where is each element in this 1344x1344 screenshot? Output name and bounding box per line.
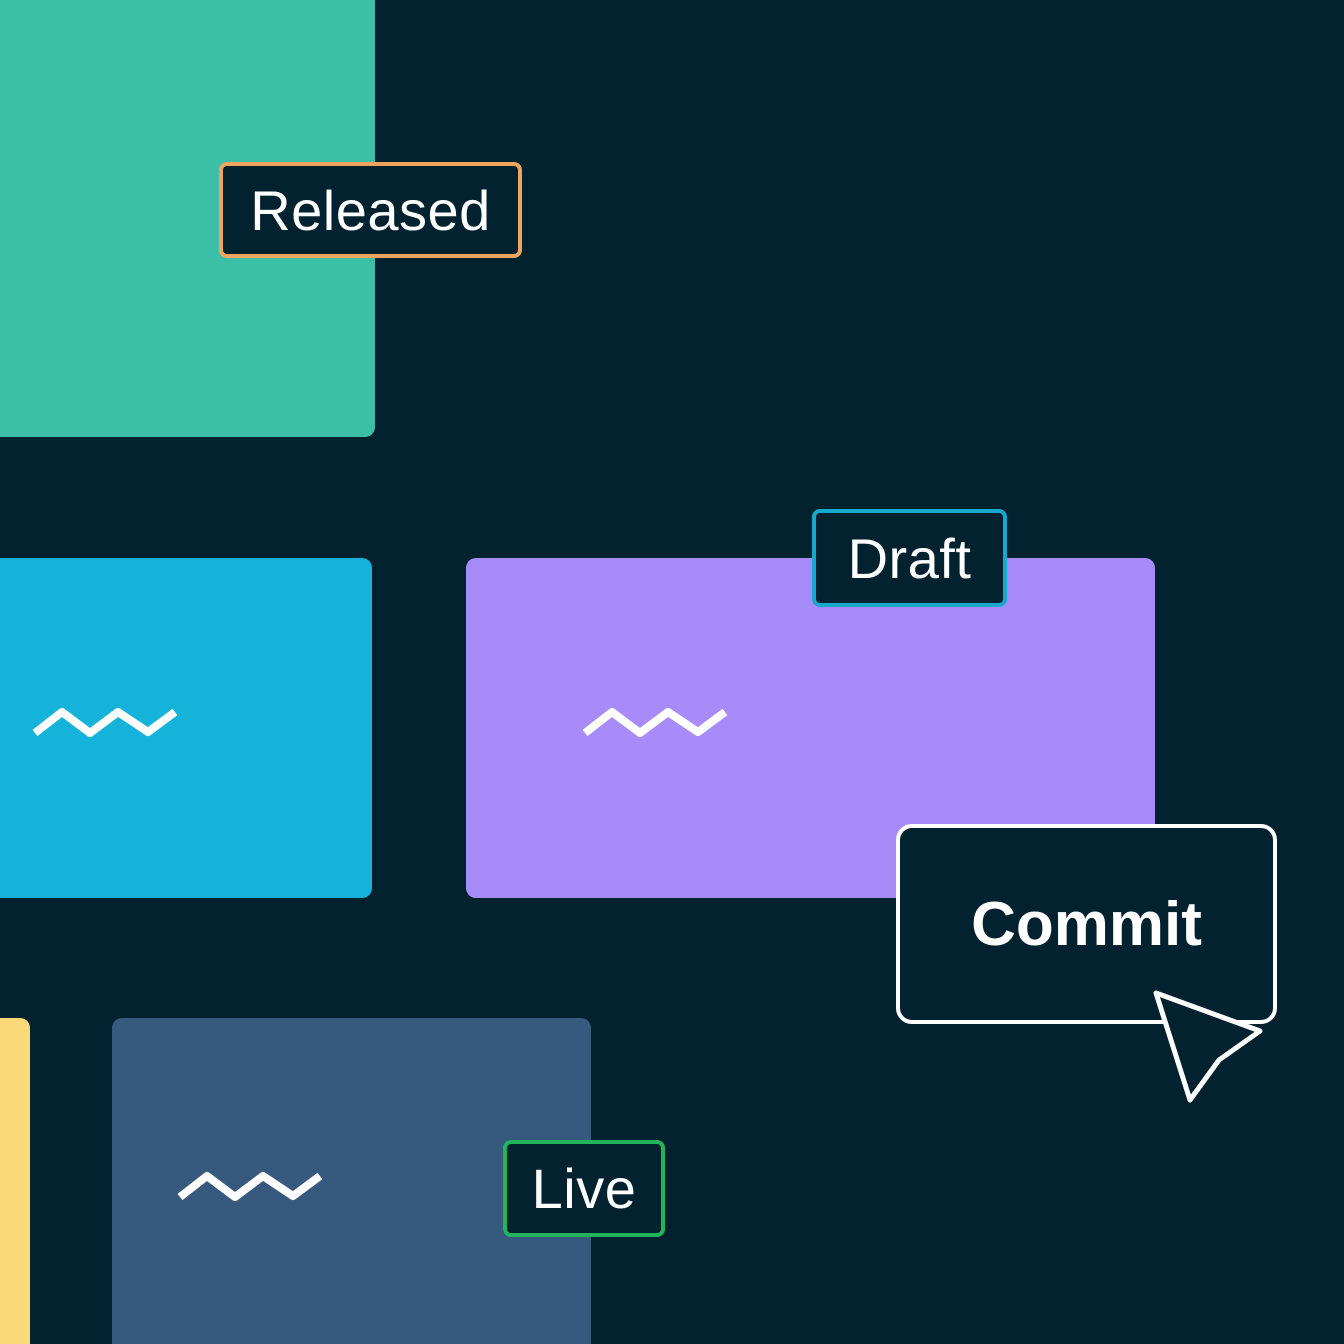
live-tag-label: Live [531, 1157, 637, 1220]
live-tag: Live [503, 1140, 665, 1237]
wave-icon [177, 1172, 323, 1201]
draft-tag-label: Draft [847, 526, 972, 590]
draft-tag: Draft [812, 509, 1007, 607]
commit-button[interactable]: Commit [896, 824, 1277, 1024]
pointer-cursor-icon [1153, 990, 1263, 1103]
in-progress-card [0, 558, 372, 898]
released-tag-label: Released [250, 178, 491, 242]
commit-button-label: Commit [971, 889, 1202, 959]
yellow-card [0, 1018, 30, 1344]
released-tag: Released [219, 162, 522, 258]
wave-icon [582, 708, 728, 737]
wave-icon [32, 708, 178, 737]
